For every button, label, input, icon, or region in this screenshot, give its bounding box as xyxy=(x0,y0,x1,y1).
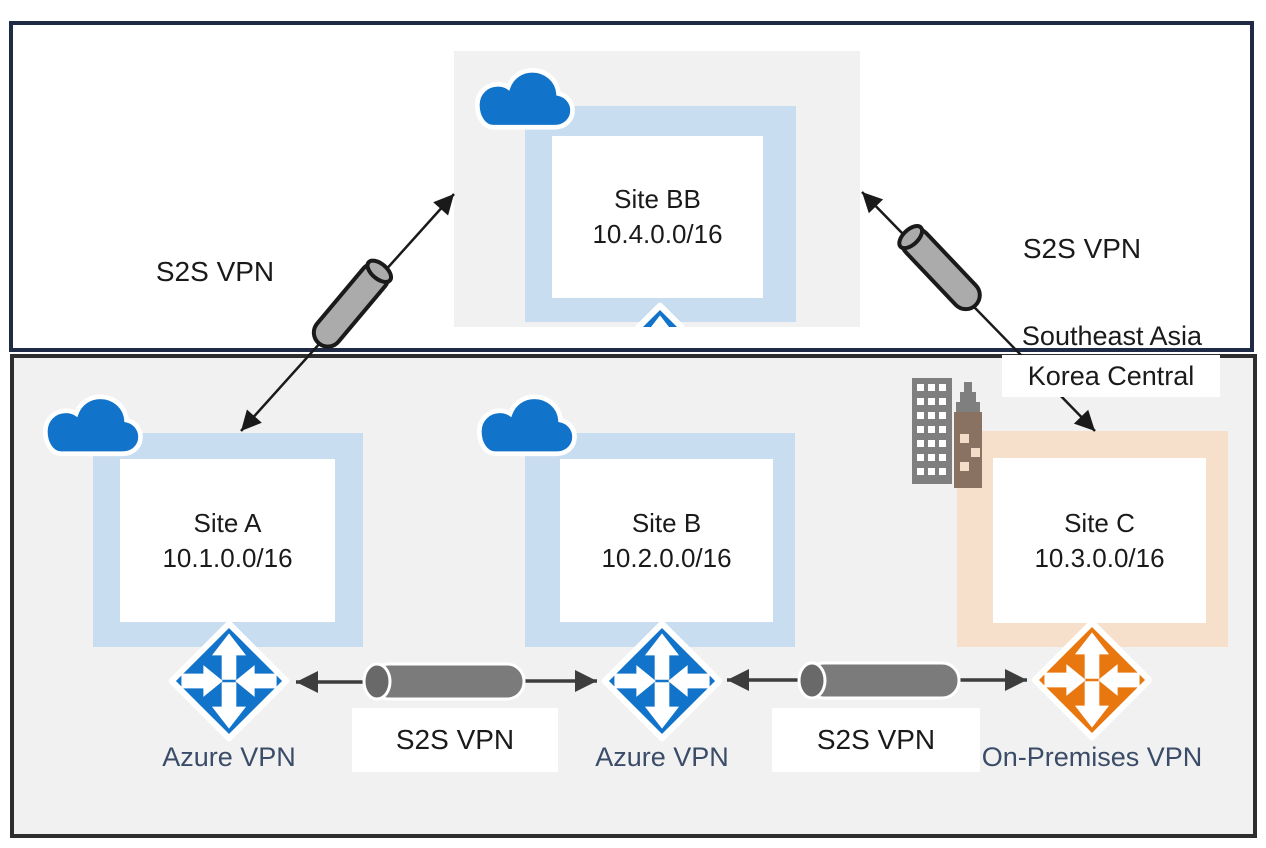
site-a-cidr: 10.1.0.0/16 xyxy=(162,542,293,573)
site-c-name: Site C xyxy=(1064,507,1135,538)
site-b-cidr: 10.2.0.0/16 xyxy=(601,542,732,573)
cloud-icon xyxy=(470,384,582,460)
site-b-name: Site B xyxy=(631,507,702,538)
gateway-label-site-a: Azure VPN xyxy=(162,742,296,772)
vpn-gateway-icon xyxy=(1031,619,1153,741)
gateway-label-site-c: On-Premises VPN xyxy=(981,742,1203,772)
site-b-box: Site B 10.2.0.0/16 xyxy=(560,459,773,622)
region-label-korea-central: Korea Central xyxy=(1002,355,1220,397)
gateway-label-site-b: Azure VPN xyxy=(595,742,729,772)
s2s-vpn-label-right: S2S VPN xyxy=(1022,233,1142,264)
vpn-gateway-icon xyxy=(168,620,290,742)
vpn-gateway-icon xyxy=(599,302,721,327)
vpn-gateway-icon xyxy=(601,620,723,742)
site-bb-network-area: Site BB 10.4.0.0/16 xyxy=(454,51,860,327)
site-a-name: Site A xyxy=(193,507,262,538)
site-bb-box: Site BB 10.4.0.0/16 xyxy=(552,136,763,298)
cloud-icon xyxy=(36,384,148,460)
cloud-icon xyxy=(468,58,580,133)
s2s-vpn-label-left: S2S VPN xyxy=(155,256,275,287)
s2s-vpn-label-b-c: S2S VPN xyxy=(772,708,980,772)
site-bb-cidr: 10.4.0.0/16 xyxy=(592,219,723,249)
site-c-box: Site C 10.3.0.0/16 xyxy=(993,458,1206,623)
region-label-southeast-asia: Southeast Asia xyxy=(1021,321,1203,351)
site-c-cidr: 10.3.0.0/16 xyxy=(1034,542,1165,573)
site-bb-name: Site BB xyxy=(614,184,701,214)
site-a-box: Site A 10.1.0.0/16 xyxy=(120,459,335,622)
s2s-vpn-label-a-b: S2S VPN xyxy=(352,708,558,772)
office-building-icon xyxy=(912,378,982,488)
